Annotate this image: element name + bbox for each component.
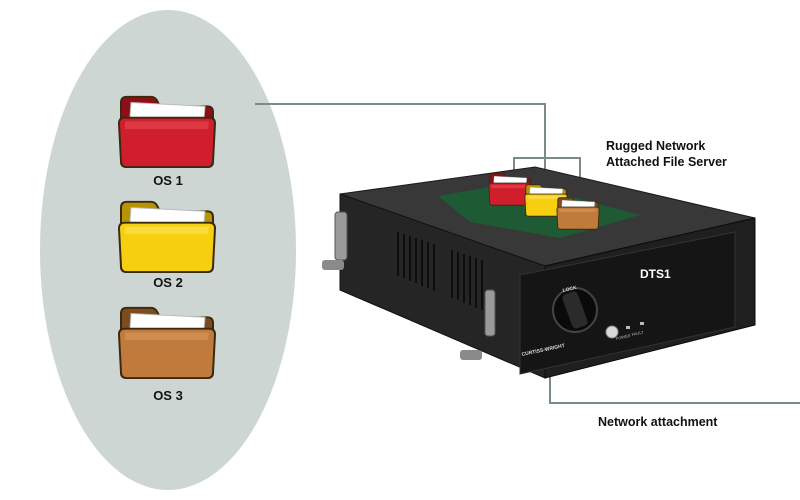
led-label-power: POWER — [615, 333, 631, 341]
os-folder-2-icon — [117, 200, 217, 274]
server-callout-line1: Rugged Network — [606, 139, 706, 153]
os-folder-1-icon — [117, 95, 217, 169]
device-model: DTS1 — [640, 267, 671, 281]
server-foot-left — [322, 260, 344, 270]
led-fault — [640, 322, 644, 325]
os-label-1: OS 1 — [153, 173, 183, 188]
lock-knob-grip — [562, 291, 588, 329]
network-callout: Network attachment — [598, 415, 718, 429]
server-folder-3-icon — [556, 197, 600, 230]
power-button-icon — [605, 325, 619, 339]
file-server-device — [322, 166, 756, 379]
connector-os-to-server — [255, 103, 546, 176]
os-label-3: OS 3 — [153, 388, 183, 403]
server-handle-front — [484, 289, 496, 337]
knob-text: LOCK — [562, 285, 577, 294]
server-handle-left — [334, 211, 348, 261]
led-power — [626, 326, 630, 329]
server-folders — [488, 173, 600, 230]
os-folder-3-icon — [117, 306, 217, 380]
server-foot-front — [460, 350, 482, 360]
os-label-2: OS 2 — [153, 275, 183, 290]
led-label-fault: FAULT — [631, 329, 644, 337]
server-front-panel — [519, 231, 736, 375]
server-folder-1-icon — [488, 173, 532, 206]
os-folders — [117, 95, 217, 380]
server-callout: Rugged Network Attached File Server — [606, 138, 727, 170]
server-callout-line2: Attached File Server — [606, 155, 727, 169]
server-side-vents — [397, 232, 483, 310]
